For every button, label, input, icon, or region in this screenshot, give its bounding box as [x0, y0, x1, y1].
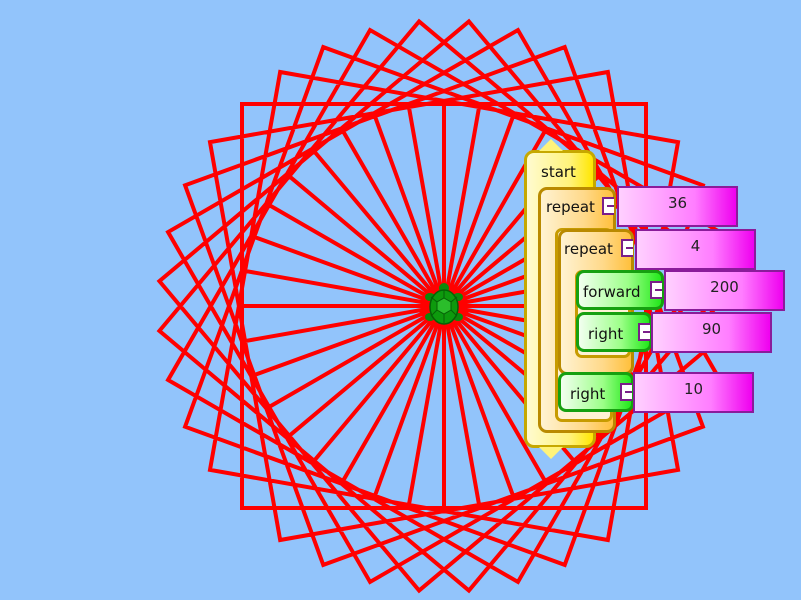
forward-value-field[interactable]: 200	[664, 270, 785, 311]
outer-right-value: 10	[683, 380, 704, 398]
start-block-top-arrow	[539, 139, 563, 151]
forward-label: forward	[583, 283, 641, 301]
inner-right-connector	[638, 323, 650, 341]
inner-repeat-count: 4	[690, 237, 701, 255]
forward-block[interactable]: forward	[576, 270, 664, 310]
outer-right-label: right	[570, 385, 606, 403]
start-label: start	[541, 163, 576, 181]
forward-connector	[650, 281, 662, 299]
inner-right-value-field[interactable]: 90	[651, 312, 772, 353]
inner-right-value: 90	[701, 320, 722, 338]
outer-repeat-count: 36	[667, 194, 688, 212]
inner-right-label: right	[588, 325, 624, 343]
inner-repeat-label: repeat	[564, 240, 613, 258]
inner-repeat-connector	[621, 239, 633, 257]
inner-repeat-count-field[interactable]: 4	[635, 229, 756, 270]
forward-value: 200	[710, 278, 739, 296]
outer-repeat-connector	[602, 197, 614, 215]
outer-repeat-label: repeat	[546, 198, 595, 216]
outer-right-value-field[interactable]: 10	[633, 372, 754, 413]
outer-repeat-count-field[interactable]: 36	[617, 186, 738, 227]
start-block-bottom-arrow	[539, 447, 563, 459]
turtle-icon[interactable]	[425, 283, 463, 325]
outer-right-connector	[620, 383, 632, 401]
